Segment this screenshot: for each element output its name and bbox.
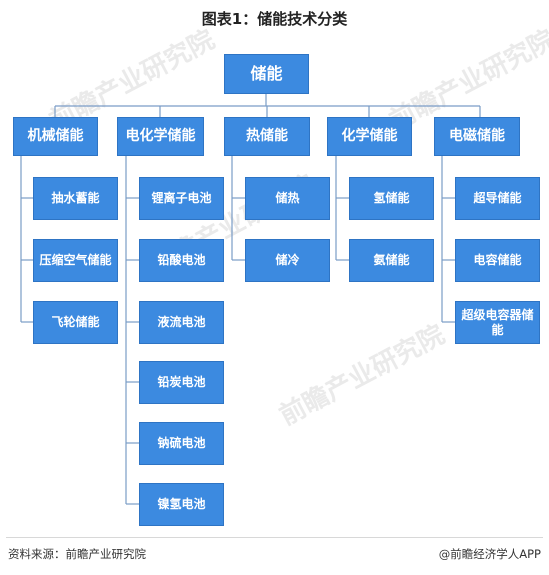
root-node: 储能 bbox=[224, 54, 309, 94]
category-thermal: 热储能 bbox=[224, 117, 310, 156]
leaf-node: 氨储能 bbox=[349, 239, 434, 282]
leaf-node: 抽水蓄能 bbox=[33, 177, 118, 220]
leaf-node: 飞轮储能 bbox=[33, 301, 118, 344]
leaf-node: 铅酸电池 bbox=[139, 239, 224, 282]
footer-divider bbox=[6, 537, 543, 538]
leaf-node: 储热 bbox=[245, 177, 330, 220]
category-electromagnetic: 电磁储能 bbox=[434, 117, 520, 156]
chart-title: 图表1：储能技术分类 bbox=[201, 10, 348, 28]
leaf-node: 镍氢电池 bbox=[139, 483, 224, 526]
category-mechanical: 机械储能 bbox=[13, 117, 98, 156]
category-chemical: 化学储能 bbox=[327, 117, 412, 156]
leaf-node: 超级电容器储能 bbox=[455, 301, 540, 344]
brand-credit: @前瞻经济学人APP bbox=[438, 547, 541, 561]
leaf-node: 铅炭电池 bbox=[139, 361, 224, 404]
leaf-node: 压缩空气储能 bbox=[33, 239, 118, 282]
source-note: 资料来源：前瞻产业研究院 bbox=[8, 547, 146, 561]
leaf-node: 电容储能 bbox=[455, 239, 540, 282]
category-electrochemical: 电化学储能 bbox=[117, 117, 204, 156]
leaf-node: 氢储能 bbox=[349, 177, 434, 220]
leaf-node: 储冷 bbox=[245, 239, 330, 282]
leaf-node: 锂离子电池 bbox=[139, 177, 224, 220]
leaf-node: 钠硫电池 bbox=[139, 422, 224, 465]
leaf-node: 液流电池 bbox=[139, 301, 224, 344]
leaf-node: 超导储能 bbox=[455, 177, 540, 220]
